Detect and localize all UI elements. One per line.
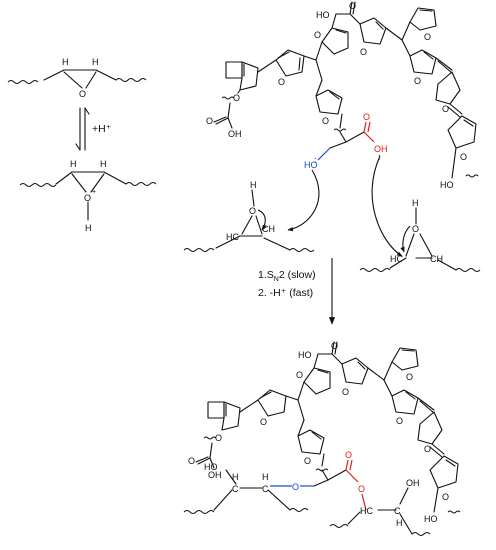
svg-text:HO: HO — [298, 350, 312, 360]
nucleophile-arrow-2 — [371, 155, 403, 257]
svg-text:H: H — [85, 223, 92, 233]
svg-text:O: O — [278, 77, 285, 87]
opened-epoxide-left: HO C H C H — [183, 462, 309, 514]
humin-oligomer-product: O O OH O O HO O O O O — [188, 341, 461, 524]
svg-text:HO: HO — [316, 10, 330, 20]
svg-text:OH: OH — [208, 470, 222, 480]
svg-text:O: O — [424, 444, 431, 454]
svg-text:O: O — [360, 47, 367, 57]
svg-text:O: O — [345, 450, 352, 460]
svg-text:O: O — [349, 1, 356, 11]
epoxide-middle-right: HC CH O H — [359, 198, 481, 272]
svg-text:C: C — [232, 484, 239, 494]
svg-text:H: H — [262, 472, 269, 482]
svg-text:O: O — [424, 32, 431, 42]
svg-text:O: O — [215, 433, 222, 443]
svg-text:CH: CH — [262, 224, 275, 234]
svg-text:C: C — [394, 506, 401, 516]
svg-text:C: C — [262, 484, 269, 494]
svg-text:O: O — [188, 456, 195, 466]
svg-text:O: O — [206, 116, 213, 126]
humin-oligomer-top: O O OH O O HO O O — [206, 1, 479, 190]
svg-text:H: H — [250, 180, 257, 190]
svg-text:HC: HC — [360, 506, 373, 516]
svg-text:O: O — [412, 224, 419, 234]
svg-text:O: O — [442, 104, 449, 114]
svg-text:O: O — [331, 341, 338, 351]
protonation-label: +H⁺ — [92, 123, 112, 135]
svg-text:HO: HO — [204, 462, 218, 472]
svg-text:O: O — [314, 30, 321, 40]
svg-text:OH: OH — [406, 478, 420, 488]
svg-text:O: O — [442, 492, 449, 502]
svg-text:O: O — [79, 89, 86, 99]
svg-text:O: O — [396, 416, 403, 426]
svg-text:HO: HO — [304, 160, 318, 170]
svg-text:OH: OH — [228, 129, 242, 139]
epoxide-middle-left: HC CH O H — [183, 180, 315, 252]
epoxide-protonated: H H O + H — [19, 159, 157, 233]
svg-text:O: O — [233, 93, 240, 103]
svg-text:O: O — [84, 193, 91, 203]
svg-text:HC: HC — [226, 232, 239, 242]
svg-text:2. -H⁺ (fast): 2. -H⁺ (fast) — [258, 287, 313, 299]
svg-text:O: O — [322, 116, 329, 126]
svg-text:H: H — [232, 472, 239, 482]
svg-text:H: H — [62, 57, 69, 67]
svg-text:O: O — [342, 387, 349, 397]
svg-text:O: O — [296, 370, 303, 380]
svg-text:H: H — [100, 159, 107, 169]
svg-text:O: O — [292, 482, 299, 492]
svg-text:H: H — [412, 198, 419, 208]
svg-text:O: O — [406, 372, 413, 382]
svg-text:O: O — [414, 76, 421, 86]
svg-text:+: + — [92, 189, 96, 196]
svg-text:O: O — [249, 206, 256, 216]
svg-text:CH: CH — [430, 254, 443, 264]
svg-text:O: O — [460, 152, 467, 162]
svg-text:H: H — [70, 159, 77, 169]
svg-text:OH: OH — [374, 144, 388, 154]
nucleophile-arrow-1 — [287, 169, 320, 232]
equilibrium-arrows: +H⁺ — [75, 107, 112, 151]
svg-text:O: O — [363, 112, 370, 122]
reaction-conditions: 1.SN2 (slow) 2. -H⁺ (fast) — [258, 269, 316, 299]
svg-text:HO: HO — [424, 514, 438, 524]
epoxide-neutral: H H O — [7, 57, 147, 99]
svg-text:O: O — [260, 417, 267, 427]
opened-epoxide-right: HC C H OH — [329, 478, 431, 536]
svg-text:H: H — [92, 57, 99, 67]
svg-text:1.SN2 (slow): 1.SN2 (slow) — [258, 269, 316, 283]
svg-text::: : — [314, 155, 317, 165]
svg-text:H: H — [396, 518, 403, 528]
svg-text:HC: HC — [390, 254, 403, 264]
svg-text:O: O — [358, 484, 365, 494]
svg-text:O: O — [304, 456, 311, 466]
svg-text:HO: HO — [440, 180, 454, 190]
